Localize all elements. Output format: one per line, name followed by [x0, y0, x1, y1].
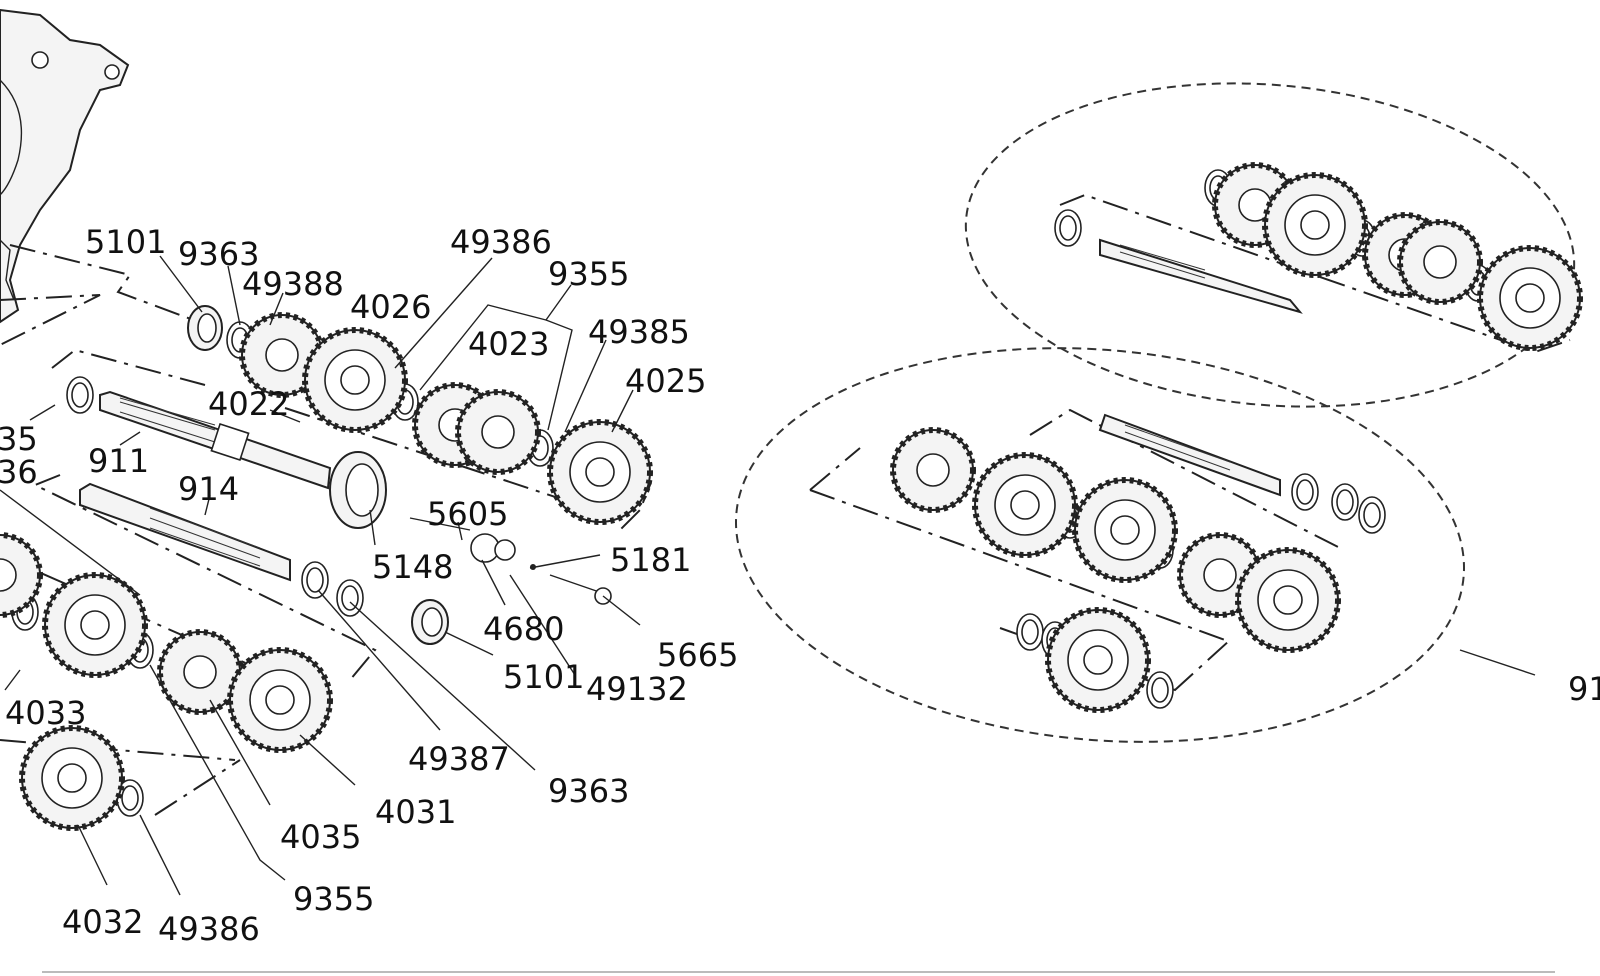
part-label-49132: 49132	[586, 670, 688, 708]
bearing-icon	[187, 305, 449, 645]
part-label-4032: 4032	[62, 903, 143, 941]
part-label-9363-top: 9363	[178, 235, 259, 273]
part-label-5148: 5148	[372, 548, 453, 586]
part-label-49388: 49388	[242, 265, 344, 303]
assembly-detail-oval-top	[964, 82, 1588, 408]
part-label-914: 914	[178, 470, 239, 508]
part-label-91: 91	[1568, 670, 1600, 708]
engine-housing-icon	[0, 8, 130, 324]
part-label-4023: 4023	[468, 325, 549, 363]
part-label-49387: 49387	[408, 740, 510, 778]
part-label-9363-bottom: 9363	[548, 772, 629, 810]
assembly-detail-oval-bottom	[734, 347, 1466, 743]
part-label-5101-top: 5101	[85, 223, 166, 261]
part-label-5665: 5665	[657, 636, 738, 674]
part-label-49385: 49385	[588, 313, 690, 351]
part-number-labels: 5101 9363 49388 4026 49386 9355 4023 493…	[0, 223, 1600, 948]
splined-shaft-icon	[79, 390, 612, 605]
part-label-4035: 4035	[280, 818, 361, 856]
part-label-36: 36	[0, 453, 38, 491]
part-label-4033: 4033	[5, 694, 86, 732]
part-label-4031: 4031	[375, 793, 456, 831]
part-label-4022: 4022	[208, 385, 289, 423]
part-label-5101-bottom: 5101	[503, 658, 584, 696]
part-label-5181: 5181	[610, 541, 691, 579]
part-label-911: 911	[88, 442, 149, 480]
upper-shaft-assembly	[0, 244, 652, 816]
part-label-4026: 4026	[350, 288, 431, 326]
leader-lines	[0, 255, 1536, 896]
part-label-5605: 5605	[427, 495, 508, 533]
part-label-4680: 4680	[483, 610, 564, 648]
part-label-4025: 4025	[625, 362, 706, 400]
part-label-49386-bottom: 49386	[158, 910, 260, 948]
part-label-49386-top: 49386	[450, 223, 552, 261]
part-label-9355-top: 9355	[548, 255, 629, 293]
part-label-35: 35	[0, 420, 38, 458]
part-label-9355-bottom: 9355	[293, 880, 374, 918]
